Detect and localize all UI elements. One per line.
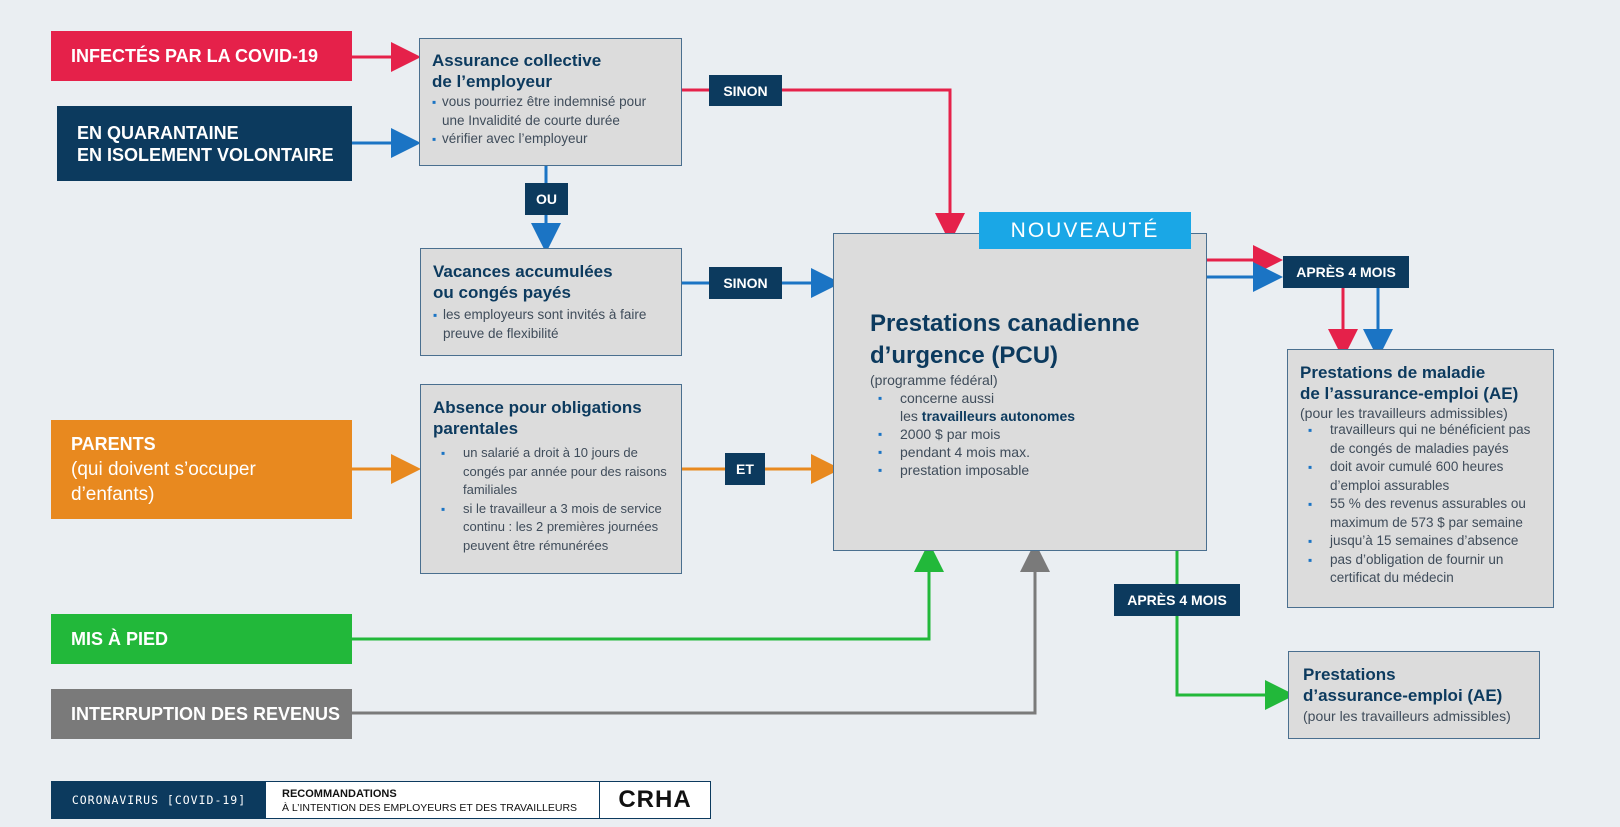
- footer-tag: CORONAVIRUS [COVID-19]: [52, 782, 266, 818]
- label-parents: PARENTS (qui doivent s’occuper d’enfants…: [51, 420, 352, 519]
- arrow-laid-off: [352, 542, 944, 641]
- label-quarantine: EN QUARANTAINE EN ISOLEMENT VOLONTAIRE: [57, 106, 352, 181]
- vacation-item: les employeurs sont invités à faire preu…: [433, 306, 669, 343]
- pcu-item: prestation imposable: [870, 461, 1176, 479]
- box-ei-sickness: Prestations de maladie de l’assurance-em…: [1287, 349, 1554, 608]
- parental-item: si le travailleur a 3 mois de service co…: [433, 500, 669, 556]
- insurance-item: vérifier avec l’employeur: [432, 130, 669, 149]
- footer-recommendations: RECOMMANDATIONS À L’INTENTION DES EMPLOY…: [266, 782, 600, 818]
- box-group-insurance: Assurance collective de l’employeur vous…: [419, 38, 682, 166]
- sickness-item: 55 % des revenus assurables ou maximum d…: [1300, 495, 1543, 532]
- box-vacation: Vacances accumulées ou congés payés les …: [420, 248, 682, 356]
- pcu-item: pendant 4 mois max.: [870, 443, 1176, 461]
- box-pcu: Prestations canadienne d’urgence (PCU) (…: [833, 233, 1207, 551]
- pcu-item: 2000 $ par mois: [870, 425, 1176, 443]
- connector-ou: OU: [525, 183, 568, 215]
- box-ei-benefits: Prestations d’assurance-emploi (AE) (pou…: [1288, 651, 1540, 739]
- connector-after-4-months-top: APRÈS 4 MOIS: [1283, 256, 1409, 288]
- arrow-income: [352, 542, 1050, 715]
- sickness-item: jusqu’à 15 semaines d’absence: [1300, 532, 1543, 551]
- crha-logo: CRHA: [618, 786, 692, 813]
- connector-sinon-1: SINON: [709, 75, 782, 106]
- sickness-item: doit avoir cumulé 600 heures d’emploi as…: [1300, 458, 1543, 495]
- insurance-item: vous pourriez être indemnisé pour une In…: [432, 93, 669, 130]
- connector-et: ET: [725, 453, 765, 485]
- arrow-pcu-ei: [1175, 551, 1295, 710]
- parental-item: un salarié a droit à 10 jours de congés …: [433, 444, 669, 500]
- label-income: INTERRUPTION DES REVENUS: [51, 689, 352, 739]
- arrow-sinon-pcu: [682, 88, 965, 243]
- connector-after-4-months-bottom: APRÈS 4 MOIS: [1114, 584, 1240, 616]
- sickness-item: travailleurs qui ne bénéficient pas de c…: [1300, 421, 1543, 458]
- badge-new: NOUVEAUTÉ: [979, 212, 1191, 249]
- connector-sinon-2: SINON: [709, 267, 782, 299]
- label-laid-off: MIS À PIED: [51, 614, 352, 664]
- label-infected: INFECTÉS PAR LA COVID-19: [51, 31, 352, 81]
- box-parental-leave: Absence pour obligations parentales un s…: [420, 384, 682, 574]
- sickness-item: pas d’obligation de fournir un certifica…: [1300, 551, 1543, 588]
- footer-bar: CORONAVIRUS [COVID-19] RECOMMANDATIONS À…: [51, 781, 711, 819]
